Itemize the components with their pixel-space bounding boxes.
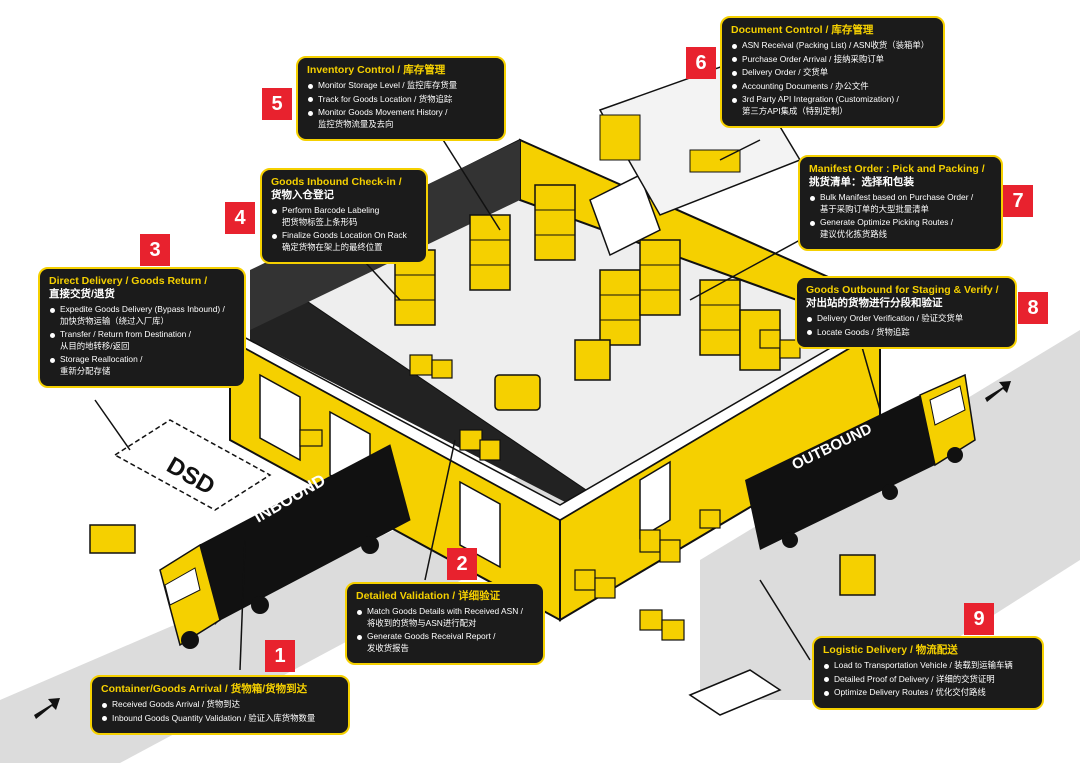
step-6-title: Document Control / 库存管理	[731, 24, 874, 36]
office-shelf	[599, 114, 641, 161]
step-8-item: Delivery Order Verification / 验证交货单	[806, 313, 1006, 325]
step-3-item: Storage Reallocation /重新分配存储	[49, 354, 235, 377]
arrows	[34, 381, 1011, 719]
step-4-callout: Goods Inbound Check-in /货物入仓登记 Perform B…	[260, 168, 428, 264]
step-9-badge: 9	[964, 603, 994, 635]
outbound-truck	[745, 373, 976, 550]
step-3-title: Direct Delivery / Goods Return /直接交货/退货	[49, 275, 208, 300]
step-8-badge: 8	[1018, 292, 1048, 324]
step-8-title: Goods Outbound for Staging & Verify /对出站…	[806, 284, 999, 309]
arrow-icon-inbound	[34, 698, 60, 719]
step-1-badge: 1	[265, 640, 295, 672]
step-1-item: Inbound Goods Quantity Validation / 验证入库…	[101, 713, 339, 725]
boxes	[299, 329, 801, 641]
step-9-callout: Logistic Delivery / 物流配送 Load to Transpo…	[812, 636, 1044, 710]
step-6-item: ASN Receival (Packing List) / ASN收货（装箱单）	[731, 40, 934, 52]
step-3-badge: 3	[140, 234, 170, 266]
step-9-item: Optimize Delivery Routes / 优化交付路线	[823, 687, 1033, 699]
step-4-badge: 4	[225, 202, 255, 234]
stairs	[589, 173, 661, 257]
step-8-callout: Goods Outbound for Staging & Verify /对出站…	[795, 276, 1017, 349]
step-7-title: Manifest Order : Pick and Packing /挑货清单：…	[809, 163, 985, 188]
step-5-item: Track for Goods Location / 货物追踪	[307, 94, 495, 106]
step-2-callout: Detailed Validation / 详细验证 Match Goods D…	[345, 582, 545, 665]
left-back-wall	[250, 270, 600, 520]
step-3-callout: Direct Delivery / Goods Return /直接交货/退货 …	[38, 267, 246, 388]
step-7-badge: 7	[1003, 185, 1033, 217]
step-2-item: Generate Goods Receival Report /发收货报告	[356, 631, 534, 654]
step-5-title: Inventory Control / 库存管理	[307, 64, 446, 76]
forklift-inside	[574, 339, 611, 381]
step-9-item: Detailed Proof of Delivery / 详细的交货证明	[823, 674, 1033, 686]
step-6-item: Purchase Order Arrival / 接纳采购订单	[731, 54, 934, 66]
step-7-callout: Manifest Order : Pick and Packing /挑货清单：…	[798, 155, 1003, 251]
pallet	[688, 669, 782, 716]
step-6-item: 3rd Party API Integration (Customization…	[731, 94, 934, 117]
step-5-item: Monitor Storage Level / 监控库存货量	[307, 80, 495, 92]
packing-machine	[494, 374, 541, 411]
arrow-icon-outbound	[985, 381, 1011, 402]
step-2-badge: 2	[447, 548, 477, 580]
step-8-item: Locate Goods / 货物追踪	[806, 327, 1006, 339]
step-5-callout: Inventory Control / 库存管理 Monitor Storage…	[296, 56, 506, 141]
step-1-title: Container/Goods Arrival / 货物箱/货物到达	[101, 683, 308, 695]
step-7-item: Generate Optimize Picking Routes /建议优化拣货…	[809, 217, 992, 240]
step-9-item: Load to Transportation Vehicle / 装载到运输车辆	[823, 660, 1033, 672]
step-5-item: Monitor Goods Movement History /监控货物流量及去…	[307, 107, 495, 130]
step-3-item: Transfer / Return from Destination /从目的地…	[49, 329, 235, 352]
step-9-title: Logistic Delivery / 物流配送	[823, 644, 958, 656]
forklift-outside	[839, 554, 876, 596]
step-1-callout: Container/Goods Arrival / 货物箱/货物到达 Recei…	[90, 675, 350, 735]
inbound-truck	[159, 444, 411, 649]
pallet-truck	[89, 524, 136, 554]
shelf-lines	[395, 209, 740, 331]
shelves	[394, 184, 781, 371]
step-5-badge: 5	[262, 88, 292, 120]
step-2-item: Match Goods Details with Received ASN /将…	[356, 606, 534, 629]
dsd-zone	[113, 419, 272, 511]
step-4-title: Goods Inbound Check-in /货物入仓登记	[271, 176, 402, 201]
step-1-item: Received Goods Arrival / 货物到达	[101, 699, 339, 711]
step-3-item: Expedite Goods Delivery (Bypass Inbound)…	[49, 304, 235, 327]
step-7-item: Bulk Manifest based on Purchase Order /基…	[809, 192, 992, 215]
step-6-item: Accounting Documents / 办公文件	[731, 81, 934, 93]
step-2-title: Detailed Validation / 详细验证	[356, 590, 501, 602]
step-6-item: Delivery Order / 交货单	[731, 67, 934, 79]
step-6-callout: Document Control / 库存管理 ASN Receival (Pa…	[720, 16, 945, 128]
step-6-badge: 6	[686, 47, 716, 79]
pointer-lines	[94, 134, 881, 671]
dsd-label: DSD	[162, 452, 219, 501]
